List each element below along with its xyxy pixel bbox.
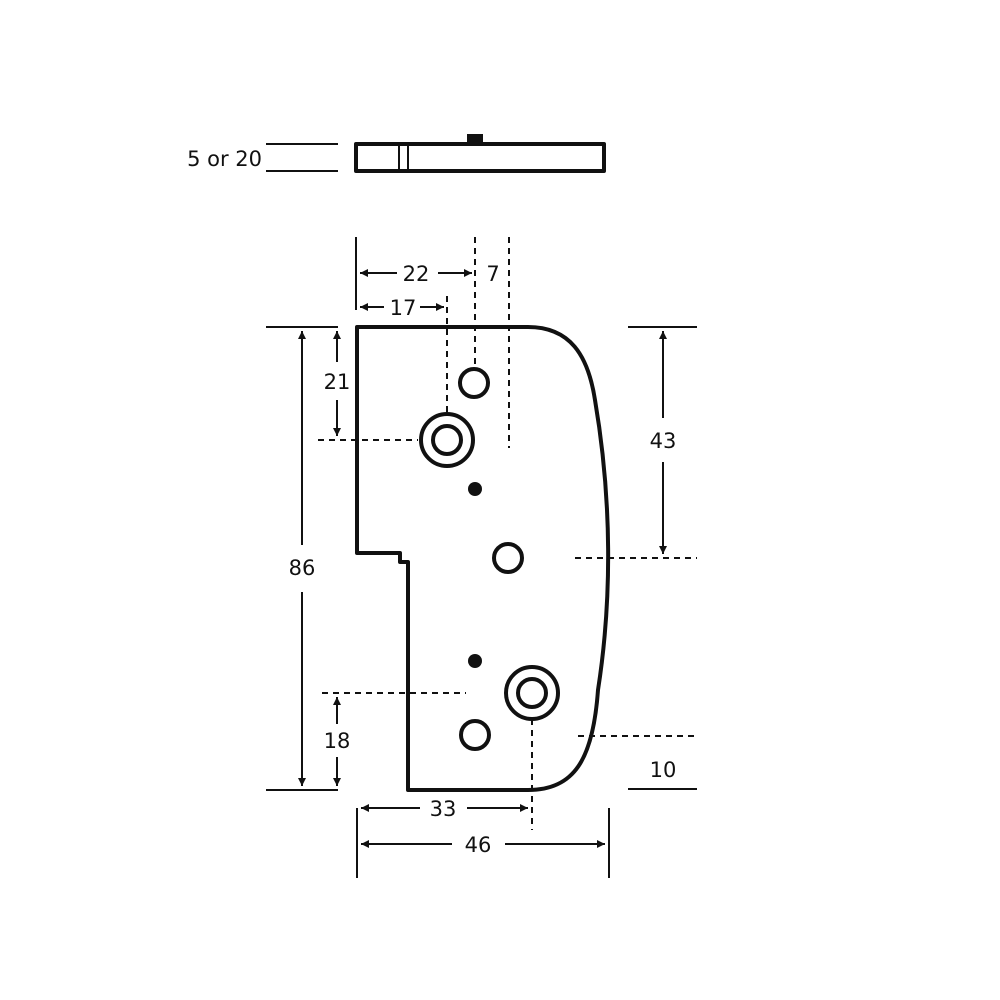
dimension-22: 22 — [360, 262, 472, 286]
countersunk-hole-inner — [516, 677, 548, 709]
dimension-label: 33 — [430, 797, 457, 821]
dimension-10: 10 — [650, 758, 677, 782]
dimension-label: 43 — [650, 429, 677, 453]
dimension-label: 7 — [486, 262, 499, 286]
screw-hole — [458, 367, 490, 399]
dimension-label: 17 — [390, 296, 417, 320]
thickness-label: 5 or 20 — [187, 147, 262, 171]
dimension-18: 18 — [324, 697, 351, 786]
dimension-17: 17 — [360, 296, 444, 320]
dimension-86: 86 — [289, 331, 316, 786]
centre-lines — [266, 237, 697, 878]
dimension-label: 18 — [324, 729, 351, 753]
pin-dot — [468, 654, 482, 668]
dimension-33: 33 — [361, 797, 528, 821]
screw-hole — [492, 542, 524, 574]
pin-dot — [468, 482, 482, 496]
dimension-21: 21 — [324, 331, 351, 436]
side-view-body — [354, 142, 606, 173]
plate-outline — [355, 325, 611, 792]
dimension-43: 43 — [650, 331, 677, 554]
dimension-46: 46 — [361, 833, 605, 857]
dimension-label: 10 — [650, 758, 677, 782]
dimension-label: 21 — [324, 370, 351, 394]
countersunk-hole-outer — [419, 412, 475, 468]
dimension-label: 22 — [403, 262, 430, 286]
dimension-label: 86 — [289, 556, 316, 580]
countersunk-hole-inner — [431, 424, 463, 456]
screw-hole — [459, 719, 491, 751]
side-view-stud — [467, 134, 483, 144]
front-view — [355, 325, 611, 792]
countersunk-hole-outer — [504, 665, 560, 721]
dimension-label: 46 — [465, 833, 492, 857]
side-view: 5 or 20 — [187, 134, 606, 173]
dimension-7: 7 — [486, 262, 499, 286]
